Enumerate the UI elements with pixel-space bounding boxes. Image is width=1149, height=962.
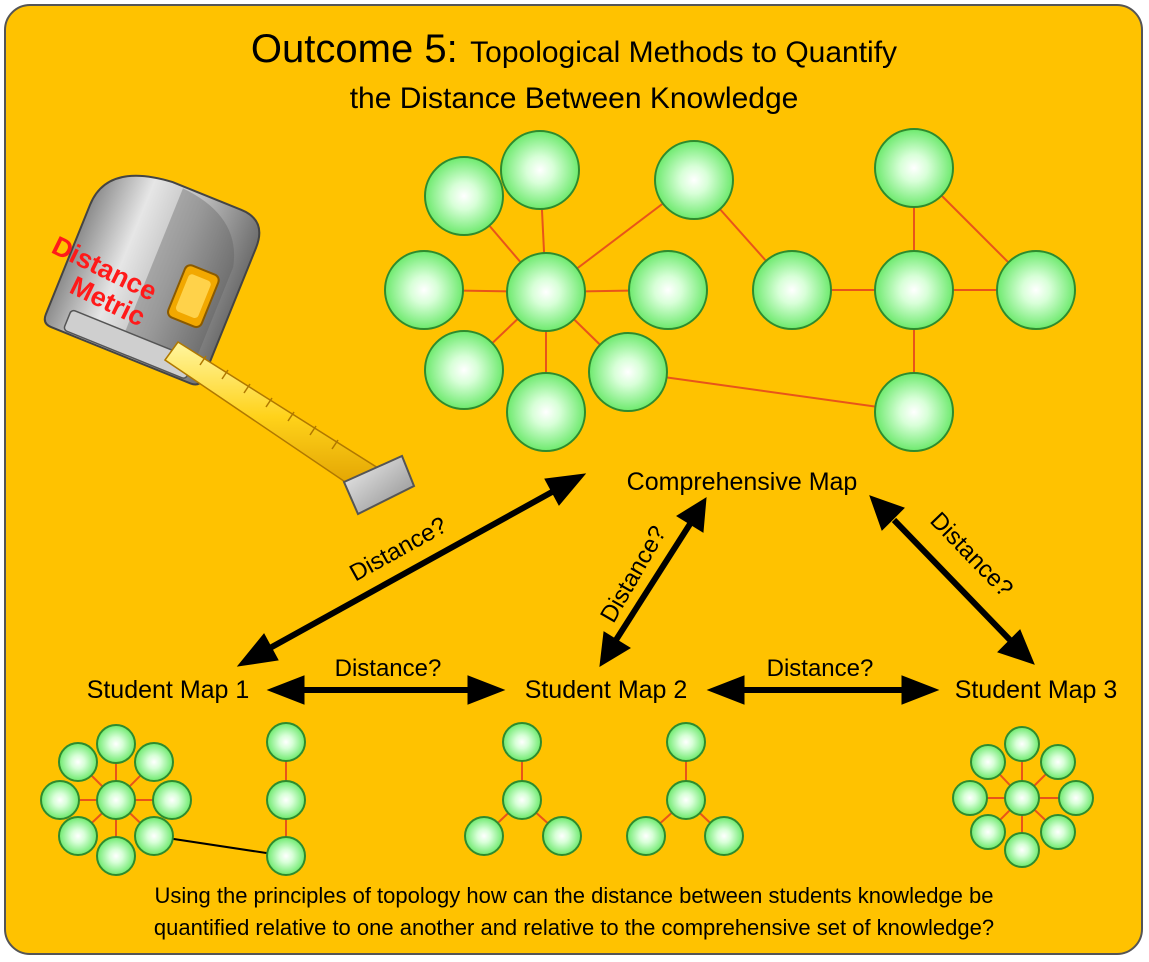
comp-node-8	[588, 332, 668, 412]
tape-measure-icon: Distance Metric	[43, 174, 416, 516]
comp-node-5	[628, 250, 708, 330]
title-line1: Topological Methods to Quantify	[470, 36, 897, 69]
student-map-1-graph	[40, 722, 306, 876]
comp-node-4	[384, 250, 464, 330]
distance-label-s1-s2: Distance?	[335, 655, 442, 682]
student-map-2-label: Student Map 2	[525, 676, 688, 704]
student-map-3-graph	[952, 726, 1094, 868]
student-map-2-graph	[464, 722, 744, 856]
comp-node-hub	[506, 252, 586, 332]
comp-node-7	[506, 372, 586, 452]
distance-label-s2-s3: Distance?	[767, 655, 874, 682]
comp-node-9	[874, 128, 954, 208]
distance-arrows	[236, 473, 1035, 705]
comp-node-12	[996, 250, 1076, 330]
student-map-1-label: Student Map 1	[87, 676, 250, 704]
distance-label-s3-comp: Distance?	[925, 507, 1019, 603]
title-prefix: Outcome 5:	[251, 27, 458, 71]
comprehensive-map-label: Comprehensive Map	[627, 468, 858, 496]
comp-node-13	[874, 372, 954, 452]
comp-node-6	[424, 330, 504, 410]
title-line2: the Distance Between Knowledge	[350, 82, 799, 115]
comp-node-10	[752, 250, 832, 330]
comp-node-11	[874, 250, 954, 330]
diagram-title: Outcome 5: Topological Methods to Quanti…	[251, 27, 897, 71]
student-map-3-label: Student Map 3	[955, 676, 1118, 704]
comp-node-2	[500, 130, 580, 210]
caption-line1: Using the principles of topology how can…	[155, 883, 994, 908]
comprehensive-map-graph	[384, 128, 1076, 452]
comp-node-1	[424, 156, 504, 236]
caption-line2: quantified relative to one another and r…	[154, 915, 994, 940]
comp-node-3	[654, 140, 734, 220]
